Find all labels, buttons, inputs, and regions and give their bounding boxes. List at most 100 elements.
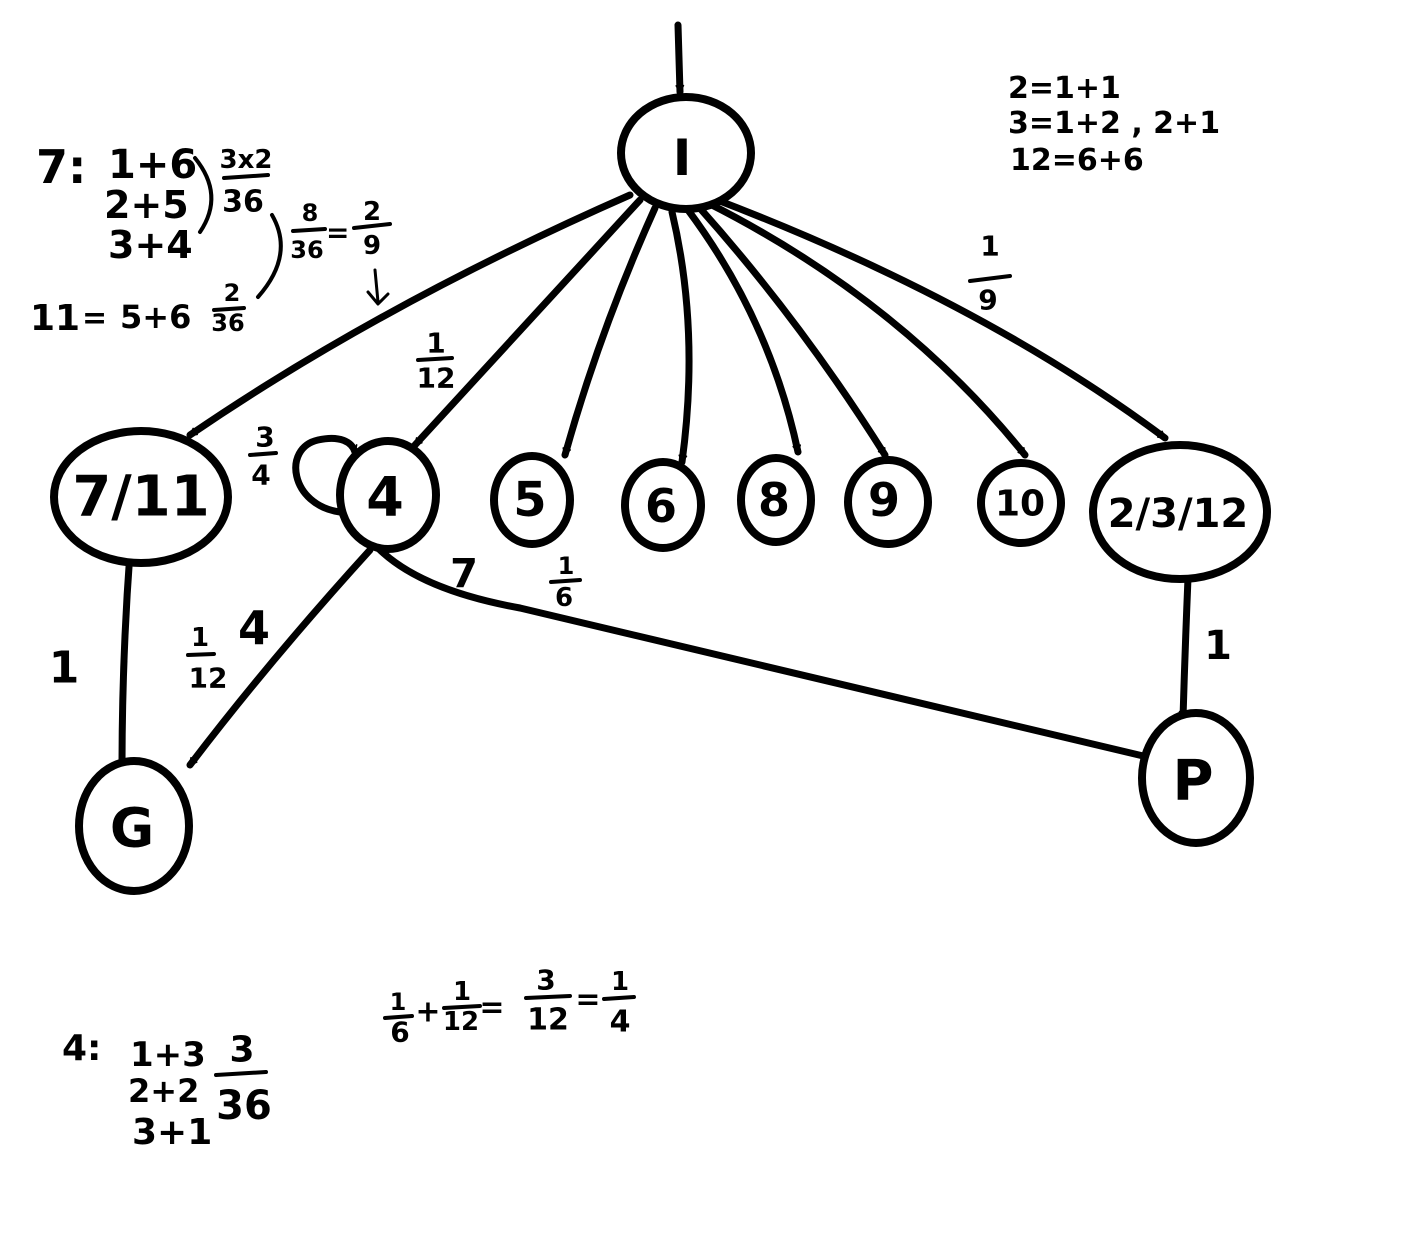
- node-G-label: G: [110, 797, 154, 860]
- edge-label-I-to-7-11: 2 9: [352, 197, 392, 306]
- note-line: 2+5: [104, 183, 189, 227]
- edge-7-11-to-G: [117, 548, 134, 772]
- edge-I-to-9: [694, 202, 889, 459]
- fraction-denominator: 4: [251, 459, 270, 492]
- edge-I-to-7-11: [186, 191, 634, 439]
- fraction-denominator: 36: [222, 185, 264, 220]
- note-eq: =: [326, 216, 349, 249]
- note-line: 1+3: [130, 1035, 206, 1075]
- edge-4-to-G: [186, 546, 374, 769]
- note-line: 2=1+1: [1008, 71, 1121, 106]
- fraction-denominator: 6: [390, 1016, 409, 1049]
- fraction-numerator: 2: [363, 197, 381, 227]
- note-line: 3+1: [132, 1112, 212, 1153]
- note-eq: =: [82, 301, 107, 336]
- edge-I-to-10: [704, 199, 1029, 459]
- edge-I-to-2-3-12: [708, 194, 1169, 442]
- edge-labels: 2 9 1 12 1 9 3 4 1 12 4: [49, 197, 1232, 695]
- node-4: 4: [336, 437, 440, 553]
- fraction-denominator: 36: [290, 236, 323, 264]
- node-P: P: [1138, 709, 1254, 847]
- note-eq: =: [575, 983, 600, 1018]
- fraction-denominator: 12: [417, 362, 456, 395]
- node-6: 6: [621, 458, 705, 552]
- node-7-11: 7/11: [50, 427, 232, 567]
- fraction-numerator: 1: [453, 977, 471, 1007]
- note-line: 3+4: [108, 223, 193, 267]
- brace: [193, 156, 214, 234]
- fraction-denominator: 12: [443, 1007, 479, 1037]
- edge-label-7-11-to-G: 1: [49, 643, 80, 694]
- node-9-label: 9: [868, 473, 900, 527]
- node-8: 8: [737, 454, 815, 546]
- note-four: 4: 1+3 2+2 3+1 3 36: [62, 1028, 272, 1153]
- node-8-label: 8: [758, 473, 790, 527]
- edge-label-4-self-loop: 3 4: [248, 421, 278, 492]
- edge-label-I-to-2-3-12: 1 9: [968, 230, 1012, 317]
- fraction-denominator: 6: [555, 583, 573, 613]
- edge-4-to-P: [374, 544, 1164, 764]
- edge-2-3-12-to-P: [1178, 574, 1192, 722]
- note-top-right: 2=1+1 3=1+2 , 2+1 12=6+6: [1008, 71, 1220, 178]
- node-I-label: I: [673, 129, 692, 187]
- note-plus: +: [415, 995, 440, 1030]
- node-G: G: [75, 757, 193, 895]
- edge-label-I-to-4: 1 12: [416, 327, 456, 395]
- fraction-numerator: 1: [558, 552, 575, 580]
- fraction-numerator: 1: [390, 988, 407, 1016]
- fraction-numerator: 8: [302, 199, 319, 227]
- nodes: I 7/11 4 5 6 8 9 10: [50, 93, 1271, 895]
- edge-I-to-5: [561, 204, 659, 459]
- edge-I-to-8: [684, 206, 802, 456]
- pointer-arrow: [366, 268, 390, 306]
- fraction-numerator: 1: [611, 967, 629, 997]
- edge-start-to-I: [674, 21, 685, 96]
- node-2-3-12-label: 2/3/12: [1108, 491, 1249, 537]
- edge-label-2-3-12-to-P: 1: [1204, 623, 1232, 669]
- node-9: 9: [844, 456, 932, 548]
- node-5: 5: [490, 452, 574, 548]
- edges: [117, 21, 1192, 772]
- edge-tag-4: 4: [238, 601, 270, 655]
- node-10-label: 10: [995, 484, 1045, 525]
- fraction-numerator: 3: [536, 964, 555, 997]
- note-head: 11: [30, 298, 80, 339]
- note-line: 3=1+2 , 2+1: [1008, 106, 1220, 141]
- note-seven: 7: 1+6 2+5 3+4 3x2 36: [36, 140, 272, 267]
- node-I: I: [617, 93, 755, 213]
- edge-I-to-6: [668, 208, 693, 466]
- edge-label-4-to-G: 1 12 4: [186, 601, 270, 695]
- edge-tag-7: 7: [450, 551, 478, 597]
- note-head: 4:: [62, 1028, 101, 1069]
- brace: [256, 213, 283, 299]
- node-5-label: 5: [513, 472, 546, 528]
- note-eleven: 11 = 5+6 2 36: [30, 279, 246, 339]
- note-line: 12=6+6: [1010, 143, 1144, 178]
- note-head: 7:: [36, 140, 86, 194]
- fraction-numerator: 1: [191, 623, 209, 653]
- node-P-label: P: [1172, 749, 1213, 814]
- fraction-numerator: 3: [255, 421, 274, 454]
- edge-4-self-loop: [292, 434, 359, 516]
- note-eq: =: [479, 991, 504, 1026]
- fraction-denominator: 12: [527, 1003, 569, 1038]
- edge-I-to-4: [411, 196, 644, 449]
- note-combined: 8 36 =: [256, 199, 349, 299]
- fraction-denominator: 36: [216, 1083, 272, 1129]
- fraction-numerator: 2: [224, 279, 241, 307]
- fraction-denominator: 9: [363, 231, 381, 261]
- fraction-denominator: 9: [978, 284, 997, 317]
- fraction-numerator: 3x2: [220, 145, 273, 175]
- note-line: 1+6: [108, 142, 197, 188]
- note-sum: 1 6 + 1 12 = 3 12 = 1 4: [383, 964, 636, 1049]
- fraction-numerator: 1: [980, 230, 999, 263]
- fraction-denominator: 36: [211, 309, 244, 337]
- fraction-numerator: 3: [229, 1030, 254, 1071]
- fraction-numerator: 1: [426, 327, 445, 360]
- node-2-3-12: 2/3/12: [1089, 441, 1271, 583]
- node-4-label: 4: [366, 466, 404, 529]
- node-7-11-label: 7/11: [72, 465, 209, 530]
- fraction-denominator: 12: [189, 662, 228, 695]
- fraction-denominator: 4: [610, 1005, 631, 1040]
